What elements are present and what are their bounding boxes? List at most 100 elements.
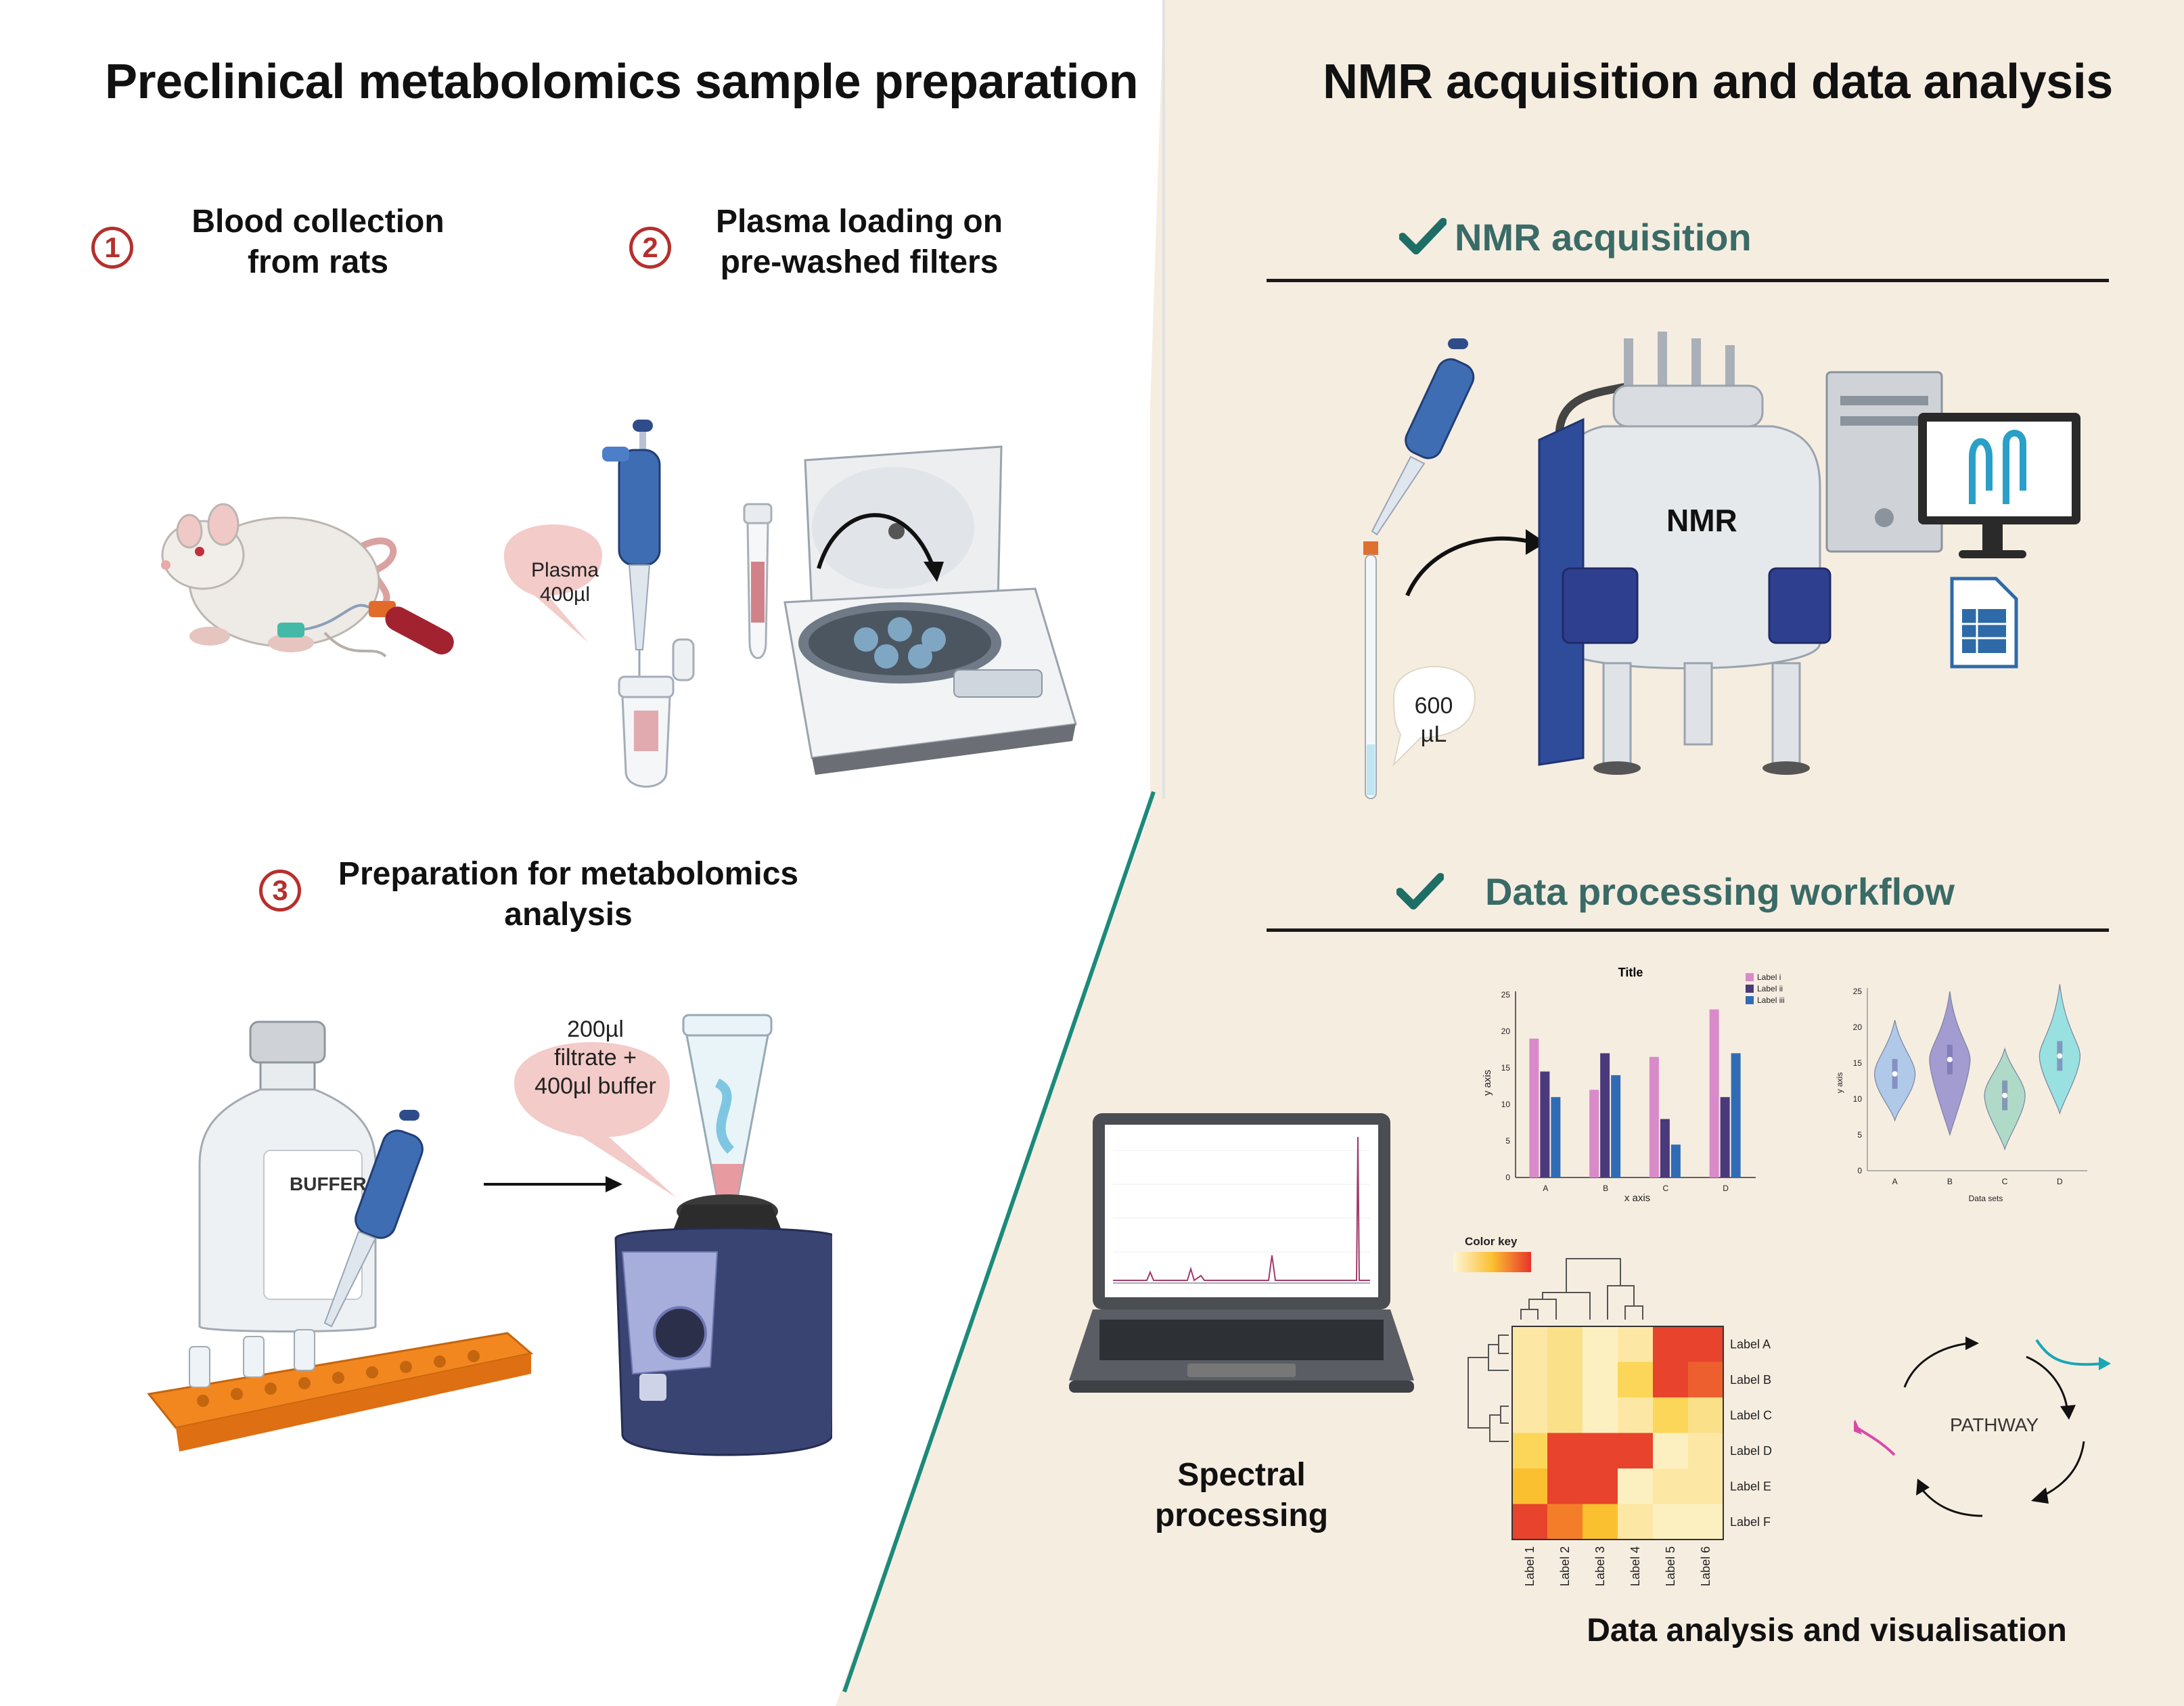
bar-chart-title: Title: [1618, 966, 1643, 979]
heatmap-cell: [1512, 1326, 1547, 1362]
left-title: Preclinical metabolomics sample preparat…: [105, 55, 1139, 109]
bar-chart-bar: [1551, 1097, 1561, 1177]
buffer-bottle-illustration: [198, 1020, 377, 1332]
heatmap-cell: [1512, 1433, 1547, 1468]
heatmap-cell: [1688, 1433, 1723, 1468]
step-label-3: Preparation for metabolomics analysis: [318, 854, 819, 935]
step-1-line-1: Blood collection: [191, 204, 445, 240]
step-number-3: 3: [259, 870, 301, 912]
heatmap-cell: [1583, 1326, 1618, 1362]
data-analysis-label: Data analysis and visualisation: [1587, 1613, 2067, 1648]
heatmap-row-dendrogram: [1468, 1334, 1509, 1442]
bar-chart-x-tick: C: [1663, 1184, 1669, 1193]
violin-median: [2057, 1053, 2063, 1059]
bar-chart-bar: [1709, 1009, 1719, 1177]
heatmap-cell: [1512, 1504, 1547, 1540]
heatmap-cell: [1618, 1468, 1653, 1504]
spectral-processing-label: Spectral processing: [1123, 1455, 1360, 1536]
arrow-to-vortex: [484, 1176, 622, 1192]
bar-chart-bar: [1600, 1053, 1610, 1177]
heatmap-cell: [1653, 1397, 1688, 1433]
bar-chart-y-tick: 0: [1505, 1173, 1510, 1182]
violin-chart-ylabel: y axis: [1835, 1073, 1844, 1094]
vortex-illustration: [514, 1014, 832, 1456]
filtrate-bubble-line-2: filtrate +: [554, 1045, 637, 1071]
heatmap-cell: [1653, 1468, 1688, 1504]
heatmap-cell: [1512, 1397, 1547, 1433]
heatmap-column-label: Label 1: [1523, 1546, 1537, 1586]
violin-chart-x-tick: C: [2002, 1177, 2008, 1186]
bar-chart-bar: [1670, 1144, 1681, 1177]
heatmap-column-label: Label 4: [1629, 1546, 1642, 1586]
section-data-processing: Data processing workflow: [1485, 870, 1955, 913]
heatmap-cell: [1618, 1362, 1653, 1397]
spectral-line-2: processing: [1154, 1498, 1329, 1533]
violin-median: [1892, 1071, 1898, 1077]
bar-chart-bar: [1589, 1090, 1599, 1177]
section-rule-2: [1267, 928, 2109, 932]
heatmap-column-dendrogram: [1520, 1258, 1643, 1320]
violin-chart-y-tick: 15: [1853, 1058, 1863, 1068]
heatmap-color-key: [1453, 1252, 1531, 1272]
filtrate-bubble-line-1: 200µl: [567, 1016, 624, 1042]
heatmap-cell: [1653, 1433, 1688, 1468]
bar-chart-bar: [1720, 1097, 1730, 1177]
heatmap-cell: [1618, 1504, 1653, 1540]
bar-chart-y-tick: 5: [1505, 1136, 1510, 1146]
plasma-bubble-line-1: Plasma: [530, 559, 599, 581]
bar-chart-bar: [1540, 1071, 1550, 1177]
heatmap-cell: [1583, 1504, 1618, 1540]
heatmap-cell: [1688, 1504, 1723, 1540]
nmr-pipette-tube-illustration: [1363, 338, 1476, 799]
step-2-line-1: Plasma loading on: [715, 204, 1003, 240]
heatmap-row-label: Label E: [1730, 1479, 1771, 1493]
bar-chart-legend-label: Label ii: [1757, 984, 1783, 993]
bar-chart-bar: [1660, 1119, 1670, 1177]
heatmap-cell: [1618, 1433, 1653, 1468]
violin-median: [2002, 1092, 2008, 1098]
nmr-volume-bubble-text: 600 µL: [1396, 692, 1471, 748]
heatmap-cell: [1547, 1362, 1583, 1397]
step-label-2: Plasma loading on pre-washed filters: [690, 202, 1028, 283]
filtrate-bubble-text: 200µl filtrate + 400µl buffer: [521, 1015, 670, 1100]
bar-chart-bar: [1529, 1038, 1539, 1177]
nmr-magnet-illustration: [1538, 332, 1832, 775]
violin-chart-y-tick: 20: [1853, 1023, 1863, 1032]
nmr-label: NMR: [1666, 503, 1737, 538]
bar-chart-y-tick: 15: [1501, 1063, 1511, 1073]
heatmap-cell: [1653, 1326, 1688, 1362]
section-rule-1: [1267, 279, 2109, 282]
heatmap-row-label: Label A: [1730, 1337, 1771, 1351]
step-3-line-1: Preparation for metabolomics: [338, 856, 799, 892]
heatmap-cell: [1512, 1468, 1547, 1504]
violin-chart-y-tick: 10: [1853, 1094, 1863, 1104]
bar-chart-legend-swatch: [1746, 996, 1754, 1004]
step-1-line-2: from rats: [247, 244, 389, 280]
heatmap-column-label: Label 6: [1699, 1546, 1712, 1586]
nmr-volume-line-1: 600: [1414, 693, 1453, 719]
bar-chart-legend-label: Label iii: [1757, 995, 1785, 1005]
heatmap-color-key-title: Color key: [1465, 1235, 1518, 1248]
heatmap-column-label: Label 2: [1558, 1546, 1572, 1586]
bar-chart-y-tick: 10: [1501, 1100, 1511, 1109]
heatmap-frame: [1511, 1326, 1724, 1540]
pathway-diagram: [1854, 1337, 2111, 1517]
bar-chart-x-tick: D: [1723, 1184, 1729, 1193]
section-nmr-acquisition: NMR acquisition: [1455, 216, 1752, 259]
heatmap-cell: [1688, 1397, 1723, 1433]
rat-illustration: [161, 503, 454, 658]
arrow-to-nmr: [1405, 529, 1546, 597]
bar-chart-legend-swatch: [1746, 973, 1754, 981]
step-label-1: Blood collection from rats: [156, 202, 480, 283]
heatmap-column-label: Label 3: [1593, 1546, 1607, 1586]
heatmap-row-label: Label B: [1730, 1373, 1771, 1387]
centrifuge-illustration: [743, 445, 1077, 775]
pipette-rack-illustration: [147, 1110, 534, 1452]
heatmap-cell: [1653, 1504, 1688, 1540]
plasma-bubble-text: Plasma 400µl: [514, 558, 616, 607]
heatmap-cell: [1688, 1362, 1723, 1397]
heatmap-cell: [1583, 1433, 1618, 1468]
heatmap-row-label: Label D: [1730, 1444, 1772, 1458]
violin-chart-xlabel: Data sets: [1969, 1194, 2003, 1203]
